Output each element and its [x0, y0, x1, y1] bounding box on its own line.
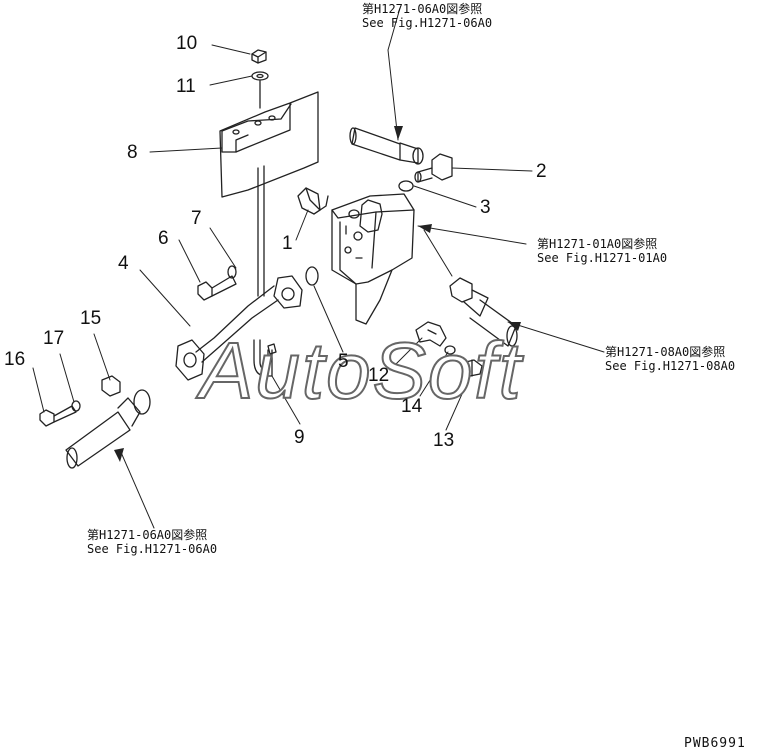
- ref-note-mid-jp: 第H1271-01A0図参照: [537, 237, 658, 251]
- ref-note-right: 第H1271-08A0図参照 See Fig.H1271-08A0: [605, 345, 735, 373]
- callout-16: 16: [4, 349, 26, 370]
- ref-note-top-jp: 第H1271-06A0図参照: [362, 2, 483, 16]
- callout-11: 11: [176, 76, 196, 97]
- ref-note-top: 第H1271-06A0図参照 See Fig.H1271-06A0: [362, 2, 492, 30]
- pipe-part: [175, 275, 303, 381]
- callout-5: 5: [338, 351, 349, 372]
- callout-7: 7: [191, 208, 202, 229]
- flange-o-ring-part: [305, 266, 319, 286]
- flange-washer-part: [227, 265, 237, 279]
- callout-6: 6: [158, 228, 169, 249]
- flange-bolt-part: [197, 275, 237, 301]
- callout-12: 12: [368, 365, 390, 386]
- callout-3: 3: [480, 197, 491, 218]
- upper-hose-part: [349, 127, 424, 165]
- clamp-part: [415, 321, 456, 355]
- ref-note-mid: 第H1271-01A0図参照 See Fig.H1271-01A0: [537, 237, 667, 265]
- callout-10: 10: [176, 33, 198, 54]
- ref-note-mid-en: See Fig.H1271-01A0: [537, 251, 668, 265]
- ref-note-top-en: See Fig.H1271-06A0: [362, 16, 493, 30]
- elbow-fitting-part: [414, 153, 453, 183]
- callout-17: 17: [43, 328, 65, 349]
- watermark: AutoSoft: [199, 325, 523, 416]
- lower-bolt-part: [39, 405, 77, 427]
- clamp-bolt-part: [463, 359, 483, 377]
- adapter-fitting-part: [297, 187, 329, 215]
- ref-note-bottom-jp: 第H1271-06A0図参照: [87, 528, 208, 542]
- ref-note-bottom: 第H1271-06A0図参照 See Fig.H1271-06A0: [87, 528, 217, 556]
- lower-washer-part: [71, 400, 81, 412]
- drawing-code: PWB6991: [684, 736, 746, 751]
- split-flange-part: [101, 375, 121, 397]
- leader-lines: [32, 7, 605, 529]
- bracket-part: [219, 91, 319, 198]
- ref-note-bottom-en: See Fig.H1271-06A0: [87, 542, 218, 556]
- small-tube-part: [253, 339, 277, 377]
- callout-2: 2: [536, 161, 547, 182]
- callout-15: 15: [80, 308, 102, 329]
- nut-part: [251, 49, 267, 64]
- callout-1: 1: [282, 233, 293, 254]
- ref-note-right-en: See Fig.H1271-08A0: [605, 359, 736, 373]
- lower-hose-part: [65, 389, 151, 469]
- callout-4: 4: [118, 253, 129, 274]
- valve-block-part: [331, 193, 415, 325]
- arrow-heads: [114, 126, 521, 462]
- callout-13: 13: [433, 430, 455, 451]
- callout-14: 14: [401, 396, 423, 417]
- callout-8: 8: [127, 142, 138, 163]
- ref-note-right-jp: 第H1271-08A0図参照: [605, 345, 726, 359]
- callout-9: 9: [294, 427, 305, 448]
- washer-part: [251, 71, 269, 81]
- o-ring-part: [398, 180, 414, 192]
- right-hose-part: [449, 277, 518, 347]
